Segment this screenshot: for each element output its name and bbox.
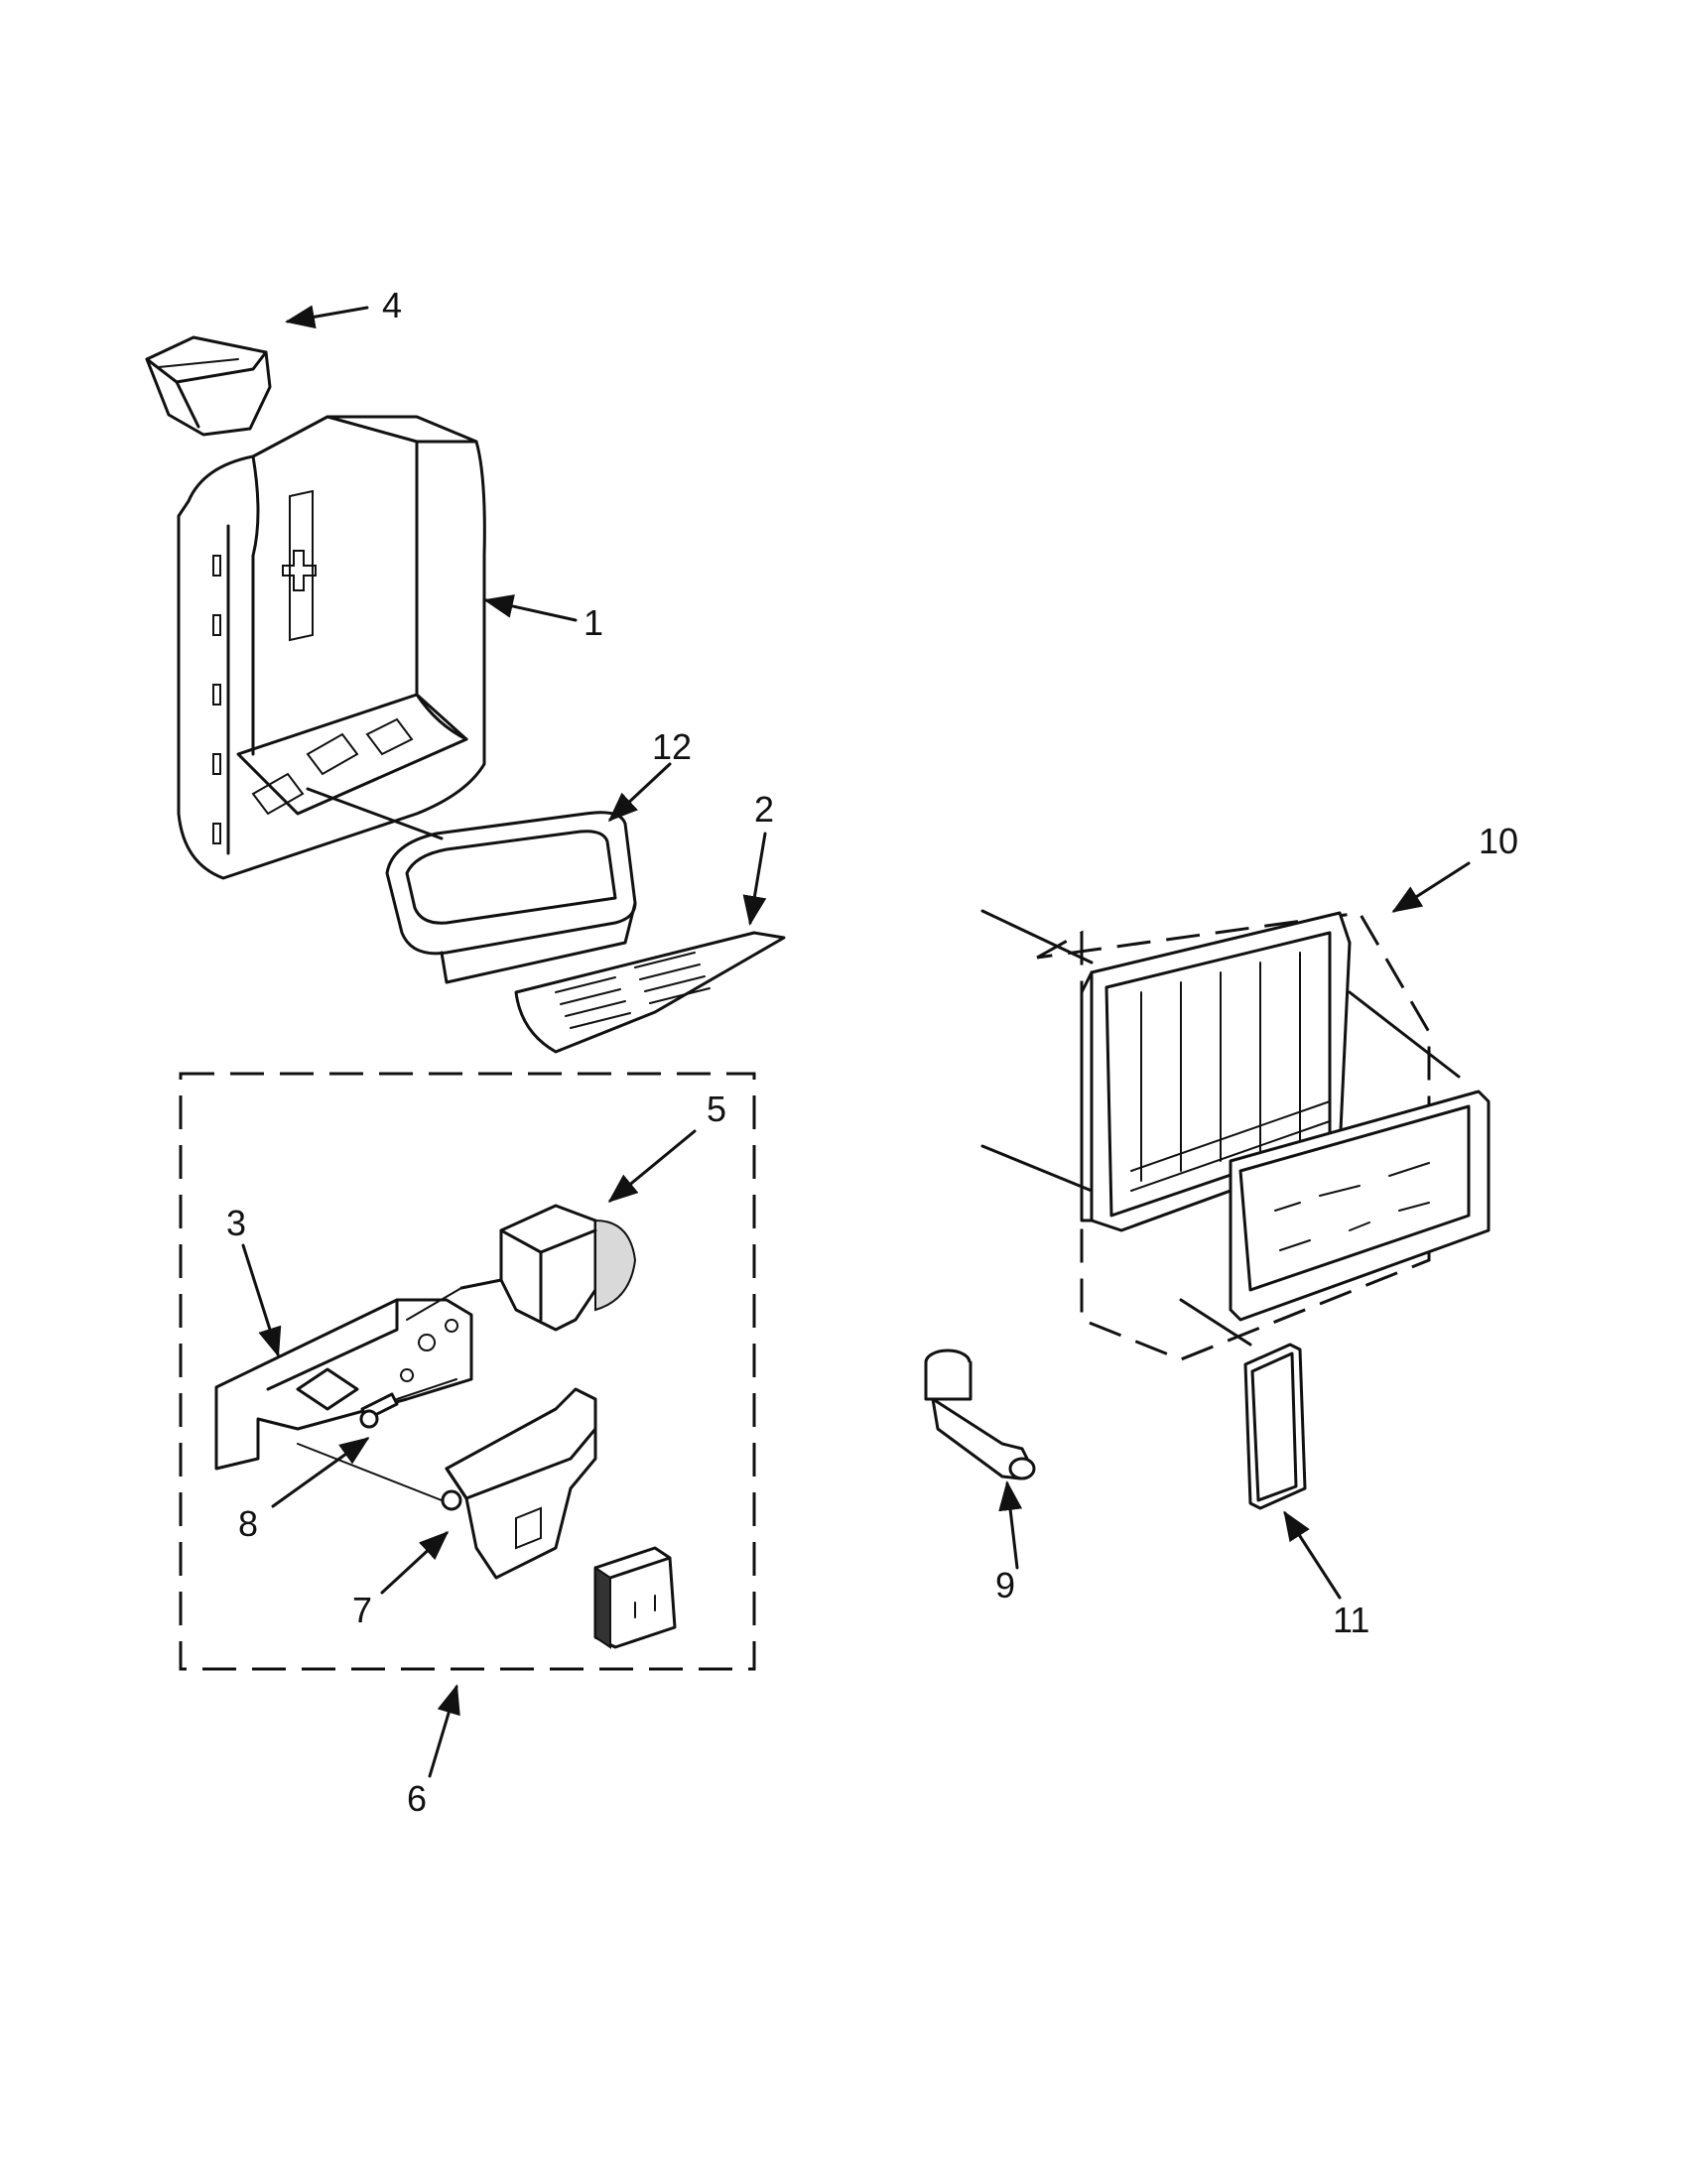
callout-12: 12: [652, 726, 692, 767]
leader-housing-tray: [306, 787, 444, 840]
leader-frame-3: [1348, 990, 1461, 1079]
part-7-switch: [297, 1387, 597, 1580]
callout-7: 7: [352, 1590, 372, 1630]
part-9-elbow: [924, 1349, 1036, 1480]
leader-frame-4: [1179, 1298, 1252, 1347]
callout-3: 3: [226, 1203, 246, 1243]
part-1-housing: [177, 415, 486, 880]
part-4-cup: [145, 335, 272, 437]
part-8-screw: [359, 1378, 457, 1429]
part-2-grille: [514, 931, 786, 1054]
callout-6: 6: [407, 1778, 427, 1819]
callout-4: 4: [382, 285, 402, 325]
part-11-cover: [1243, 1343, 1307, 1510]
callout-arrows: [241, 305, 1471, 1778]
callout-5: 5: [707, 1089, 726, 1129]
callout-8: 8: [238, 1503, 258, 1544]
callout-labels: 4 1 12 2 5 3 8 7 6 9 10 11: [226, 285, 1518, 1819]
part-3-bracket: [214, 1298, 473, 1471]
callout-11: 11: [1333, 1600, 1369, 1640]
part-5-motor: [406, 1204, 637, 1332]
leader-frame-1: [980, 909, 1094, 964]
callout-1: 1: [584, 602, 603, 643]
callout-10: 10: [1479, 821, 1518, 861]
leader-frame-2: [980, 1144, 1094, 1193]
callout-9: 9: [995, 1565, 1015, 1606]
block-part: [593, 1546, 677, 1649]
part-10-panel: [1229, 1090, 1491, 1322]
callout-2: 2: [754, 789, 774, 830]
part-12-tray-frame: [385, 811, 637, 984]
assembly-6-box: [179, 1072, 756, 1671]
